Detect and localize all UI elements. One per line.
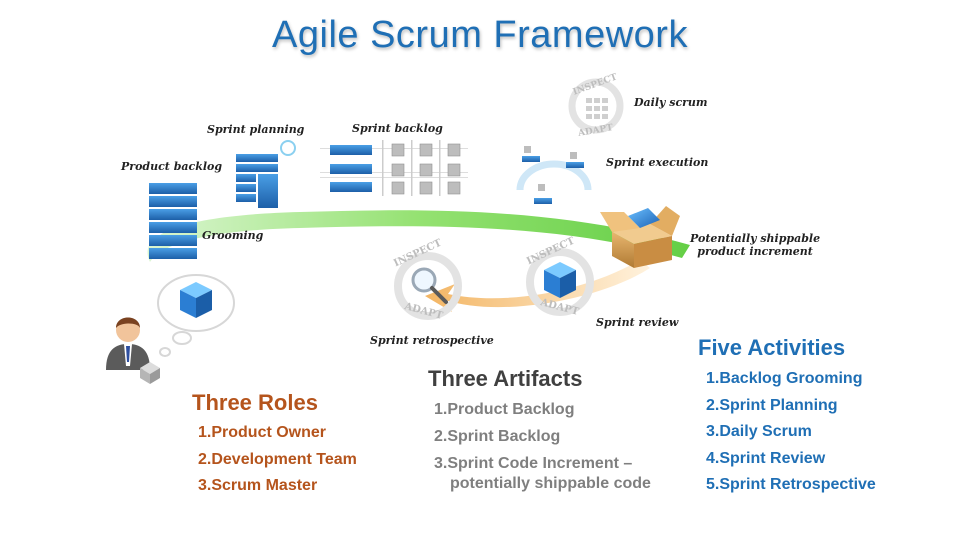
shippable-increment-box [600,206,680,268]
sprint-planning-stack [236,140,296,208]
activity-item: 3.Daily Scrum [706,423,812,440]
sprint-retrospective-cycle [394,252,462,320]
product-backlog-stack [149,183,197,259]
artifacts-title: Three Artifacts [428,366,583,391]
product-backlog-label: Product backlog [121,160,223,173]
artifacts-list: 1.Product Backlog 2.Sprint Backlog 3.Spr… [434,401,651,494]
shippable-increment-line1: Potentially shippable [690,232,821,245]
daily-scrum-cycle [568,78,624,134]
daily-scrum-label: Daily scrum [634,96,708,109]
activity-item: 1.Backlog Grooming [706,370,863,387]
sprint-backlog-grid [320,140,468,196]
artifact-item: 1.Product Backlog [434,401,575,418]
sprint-review-label: Sprint review [596,316,679,329]
artifact-item-line1: 3.Sprint Code Increment – [434,455,633,472]
sprint-review-cycle [526,248,594,316]
grooming-flow-arrow [147,210,691,262]
role-item: 1.Product Owner [198,424,327,441]
activity-item: 4.Sprint Review [706,449,826,467]
grooming-label: Grooming [202,229,264,242]
activities-title: Five Activities [698,335,846,360]
sprint-retrospective-label: Sprint retrospective [370,334,494,347]
sprint-execution-label: Sprint execution [606,156,709,169]
page-title: Agile Scrum Framework [272,14,688,56]
sprint-execution-cycle [516,146,592,204]
roles-list: 1.Product Owner 2.Development Team 3.Scr… [198,424,357,504]
activity-item: 2.Sprint Planning [706,396,838,414]
activities-list: 1.Backlog Grooming 2.Sprint Planning 3.D… [706,370,876,503]
shippable-increment-line2: product increment [697,245,813,258]
review-return-arrow [425,260,650,312]
artifact-item-line2: potentially shippable code [450,475,651,492]
shippable-increment-label: Potentially shippable product increment [690,232,820,258]
role-item: 3.Scrum Master [198,477,318,494]
artifact-item: 2.Sprint Backlog [434,427,561,445]
product-owner-figure [106,274,235,384]
sprint-backlog-label: Sprint backlog [352,122,443,135]
sprint-planning-label: Sprint planning [207,123,305,136]
role-item: 2.Development Team [198,450,357,468]
artifact-item: 3.Sprint Code Increment – potentially sh… [434,454,651,494]
activity-item: 5.Sprint Retrospective [706,476,876,493]
roles-title: Three Roles [192,390,318,415]
